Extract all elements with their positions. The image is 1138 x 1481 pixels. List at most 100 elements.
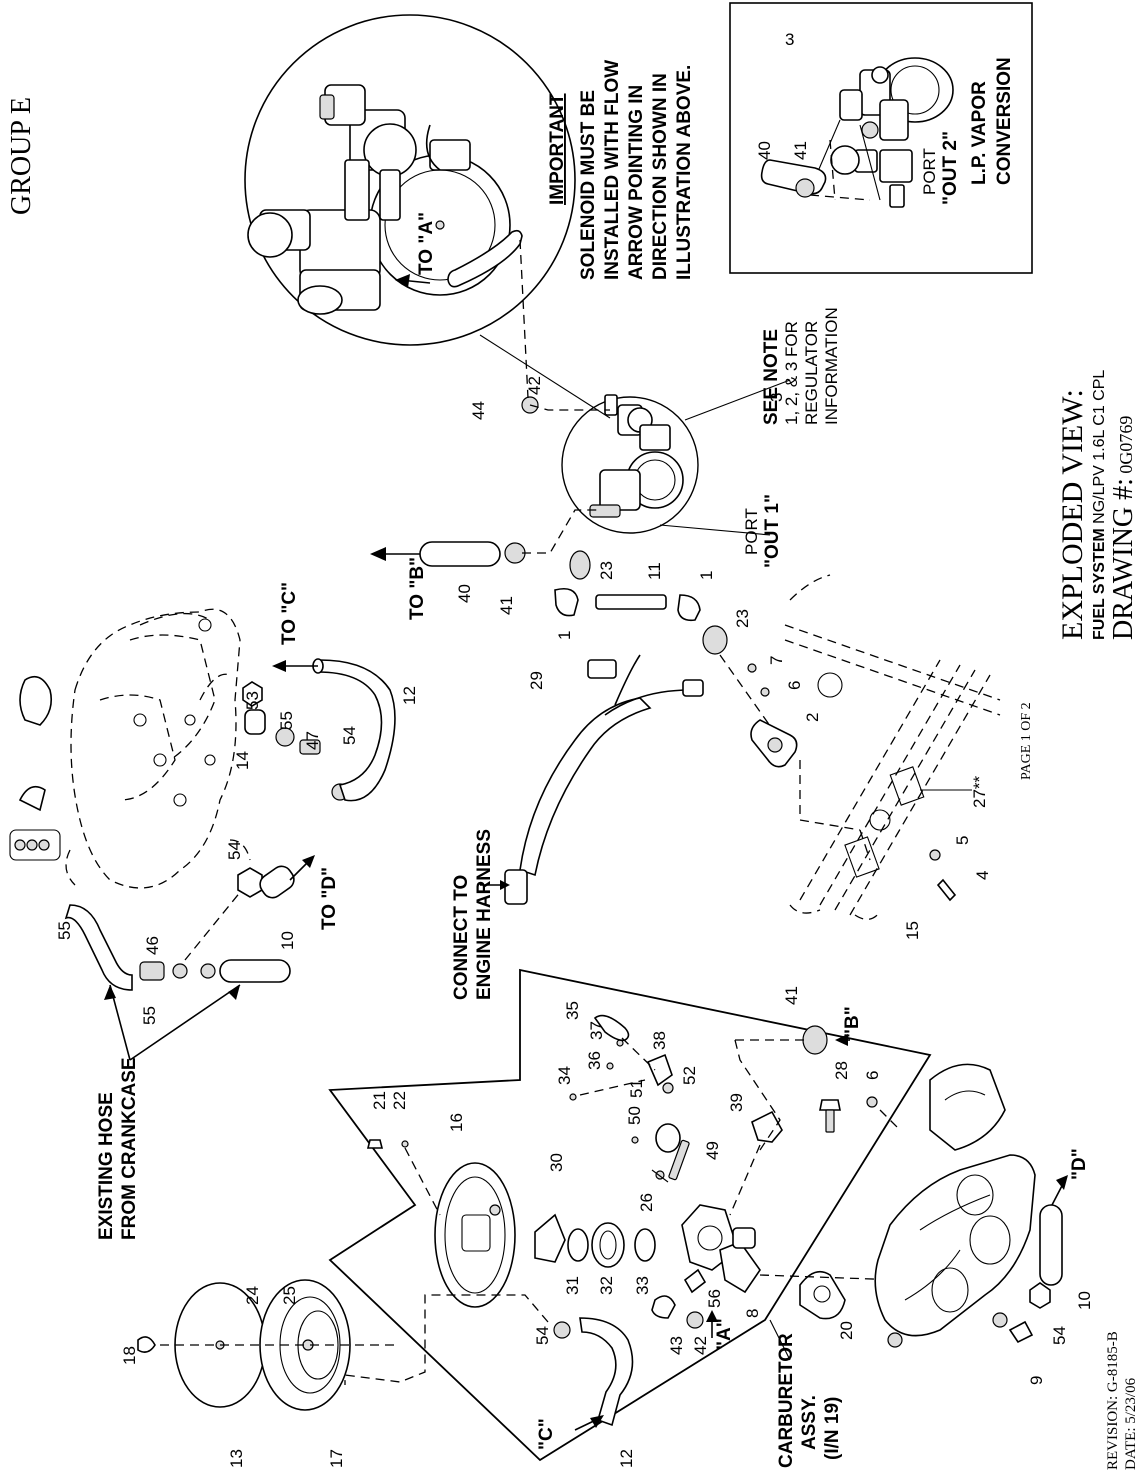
svg-text:GROUP E: GROUP E [6,97,37,215]
hose-40 [419,541,501,567]
callout: 47 [303,731,322,750]
svg-text:ENGINE HARNESS: ENGINE HARNESS [474,829,495,1000]
svg-text:PORT: PORT [742,508,761,555]
to-a-label: TO "A" [416,212,437,275]
callout: 22 [390,1091,409,1110]
callout: 23 [733,609,752,628]
callout: 6 [785,681,804,690]
frame-rail-15 [784,574,1001,920]
svg-text:CONNECT TO: CONNECT TO [451,875,472,1000]
callout: 2 [803,713,822,722]
fitting-47 [299,739,321,755]
nut-54-upper [237,867,263,898]
title-block: EXPLODED VIEW: FUEL SYSTEM NG/LPV 1.6L C… [1056,370,1138,640]
callout: 50 [625,1106,644,1125]
regulator-detail-circle [561,396,699,534]
clamp-42-lower [686,1311,704,1329]
nut-36 [606,1062,614,1070]
callout: 41 [497,596,516,615]
svg-text:SOLENOID MUST BE: SOLENOID MUST BE [578,90,599,280]
svg-text:EXISTING HOSE: EXISTING HOSE [96,1092,117,1240]
drawing-number: DRAWING #: 0G0769 [1108,416,1138,640]
callout: 21 [370,1091,389,1110]
callout: 32 [597,1276,616,1295]
to-b-label: TO "B" [407,557,428,620]
callout: 6 [863,1071,882,1080]
callout: 11 [645,562,664,580]
callout: 25 [280,1286,299,1305]
important-note: IMPORTANT SOLENOID MUST BE INSTALLED WIT… [547,60,695,280]
nut-7 [747,663,757,673]
callout: 55 [277,711,296,730]
callout: 51 [627,1079,646,1098]
callout: 15 [903,921,922,940]
screw-51 [631,1136,639,1144]
lp-vapor-label: L.P. VAPOR CONVERSION [969,57,1015,185]
callout: 8 [743,1309,762,1318]
leader-existing-hose [109,984,241,1061]
fitting-56 [683,1268,707,1294]
clamp-41-lower [802,1025,828,1055]
callout: 54 [1050,1326,1069,1345]
fitting-23-lower [702,625,728,655]
harness-29 [519,697,652,877]
callout: 46 [143,936,162,955]
subtitle: FUEL SYSTEM NG/LPV 1.6L C1 CPL [1091,370,1108,640]
carburetor-assembly-outline [328,968,932,1462]
callout: 20 [837,1321,856,1340]
hose-44 [447,229,523,288]
inset-clamp-41 [795,178,815,198]
callout: 38 [650,1031,669,1050]
washer-22 [401,1140,409,1148]
shaft-49 [668,1139,690,1181]
svg-text:IMPORTANT: IMPORTANT [547,93,568,205]
svg-text:"OUT 2": "OUT 2" [940,131,961,205]
washer-6-lower [866,1096,878,1108]
callout: 23 [597,561,616,580]
bolt-4 [936,878,957,902]
port-out2-label: PORT "OUT 2" [920,131,961,205]
callout: 43 [667,1336,686,1355]
callout: 35 [563,1001,582,1020]
svg-text:L.P. VAPOR: L.P. VAPOR [969,81,990,185]
svg-text:CONVERSION: CONVERSION [994,57,1015,185]
fitting-43 [651,1295,676,1319]
clamp-54-left [553,1321,571,1339]
bolt-9 [1008,1320,1034,1344]
svg-text:DATE: 5/23/06: DATE: 5/23/06 [1123,1377,1138,1470]
clamp-55 [275,727,295,747]
callout: 26 [637,1193,656,1212]
callout: 55 [140,1006,159,1025]
svg-text:1, 2, & 3 FOR: 1, 2, & 3 FOR [782,321,801,425]
port-out1-label: PORT "OUT 1" [742,494,783,568]
callout: 5 [953,836,972,845]
callout: 12 [400,686,419,705]
callout: 54 [340,726,359,745]
to-d-label: TO "D" [319,867,340,930]
svg-text:FROM CRANKCASE: FROM CRANKCASE [119,1057,140,1240]
callout: 1 [555,631,574,640]
hose-12-right [317,659,396,802]
page-number: PAGE 1 OF 2 [1019,702,1034,780]
callout: 10 [278,931,297,950]
callout: 41 [782,986,801,1005]
callout: 34 [555,1066,574,1085]
existing-hose-55 [64,904,133,991]
callout: 55 [55,921,74,940]
washer-52 [662,1082,674,1094]
group-label: GROUP E [6,97,37,215]
existing-hose-label: EXISTING HOSE FROM CRANKCASE [96,1057,140,1240]
callout: 30 [547,1153,566,1172]
gasket-20 [799,1270,846,1320]
connect-harness-label: CONNECT TO ENGINE HARNESS [451,829,495,1000]
elbow-39 [751,1110,783,1143]
svg-text:INFORMATION: INFORMATION [822,307,841,425]
callout: 40 [755,141,774,160]
magnify-leader [479,334,611,419]
ring-33 [634,1228,656,1262]
bolt-28 [819,1099,841,1111]
callout: 18 [120,1346,139,1365]
svg-text:ARROW POINTING IN: ARROW POINTING IN [626,85,647,280]
callout: 39 [727,1093,746,1112]
